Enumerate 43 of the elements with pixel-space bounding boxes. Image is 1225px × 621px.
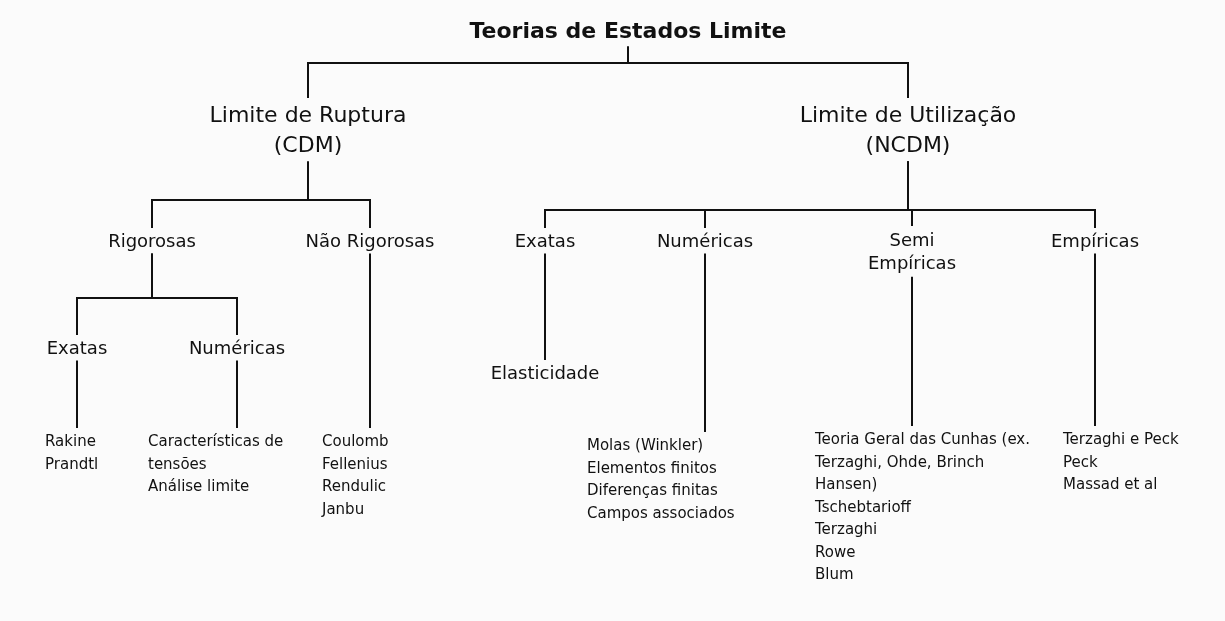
list-item: Teoria Geral das Cunhas (ex. Terzaghi, Ohde, Brinch Hansen) <box>815 429 1031 495</box>
connector-line <box>151 252 238 336</box>
connector-line <box>907 160 1096 229</box>
list-item: Rowe <box>815 541 857 563</box>
connector-line <box>369 252 371 429</box>
node-label: Numéricas <box>188 337 286 359</box>
list-item: Blum <box>815 564 855 585</box>
connector-line <box>627 45 909 99</box>
node-label: Não Rigorosas <box>305 230 435 252</box>
list-item: Molas (Winkler) <box>587 435 705 456</box>
node-label: Rigorosas <box>108 230 196 252</box>
node-label: Limite de Utilização (NCDM) <box>778 100 1038 160</box>
connector-line <box>704 252 706 433</box>
list-item: Rakine <box>45 431 97 452</box>
connector-line <box>911 275 913 427</box>
node-label: Elasticidade <box>490 362 600 384</box>
list-item: Terzaghi <box>815 519 879 540</box>
node-label: Empíricas <box>1051 230 1139 252</box>
list-item: Fellenius <box>322 453 389 475</box>
list-item: Coulomb <box>322 431 389 452</box>
list-item: Janbu <box>322 498 366 520</box>
list-item: Diferenças finitas <box>587 480 719 501</box>
node-label: Exatas <box>514 230 576 252</box>
list-item: Terzaghi e Peck <box>1063 429 1180 450</box>
list-item: Elementos finitos <box>587 457 718 479</box>
list-item: Tschebtarioff <box>815 496 912 518</box>
connector-line <box>76 359 78 429</box>
list-item: Campos associados <box>587 502 736 524</box>
list-item: Massad et al <box>1063 474 1159 495</box>
node-label: Exatas <box>46 337 108 359</box>
node-label: Numéricas <box>656 230 754 252</box>
node-label: Limite de Ruptura (CDM) <box>188 100 428 160</box>
list-item: Análise limite <box>148 476 251 497</box>
connector-line <box>544 252 546 361</box>
list-item: Peck <box>1063 451 1099 473</box>
connector-line <box>1094 252 1096 427</box>
list-item: Prandtl <box>45 453 99 475</box>
node-label: Semi Empíricas <box>857 228 967 275</box>
connector-line <box>307 160 371 229</box>
list-item: Rendulic <box>322 476 388 497</box>
connector-line <box>236 359 238 429</box>
node-label: Teorias de Estados Limite <box>469 18 787 45</box>
list-item: Características de tensões <box>148 431 285 475</box>
